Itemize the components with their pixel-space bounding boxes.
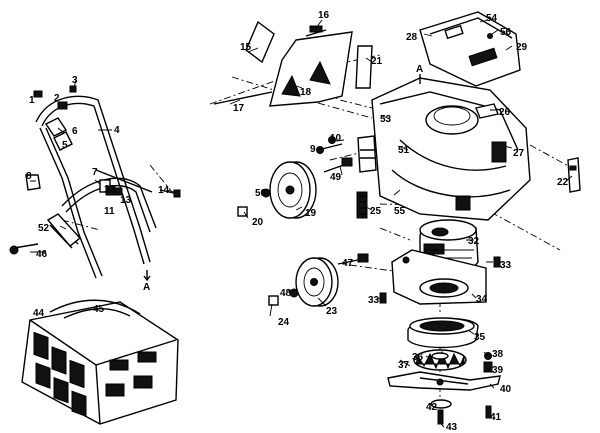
label-7: 7 bbox=[92, 167, 98, 178]
label-8: 8 bbox=[26, 171, 32, 182]
cutting-blade bbox=[387, 371, 501, 391]
label-13: 13 bbox=[120, 195, 132, 206]
grass-catcher-bag bbox=[21, 299, 179, 425]
label-1: 1 bbox=[29, 95, 35, 106]
rear-flap-parts bbox=[213, 20, 373, 107]
mower-deck-housing bbox=[356, 77, 531, 221]
wheel-cap-24 bbox=[268, 295, 279, 306]
label-38: 38 bbox=[492, 349, 504, 360]
label-15: 15 bbox=[240, 42, 252, 53]
leader-lines bbox=[30, 19, 573, 428]
label-23: 23 bbox=[326, 306, 338, 317]
label-25: 25 bbox=[370, 206, 382, 217]
label-20: 20 bbox=[252, 217, 264, 228]
label-42: 42 bbox=[426, 402, 438, 413]
label-9: 9 bbox=[310, 144, 316, 155]
label-47: 47 bbox=[342, 258, 354, 269]
label-10: 10 bbox=[330, 133, 342, 144]
cutter-fan-wheel bbox=[413, 349, 467, 371]
fixing-screws bbox=[379, 256, 501, 425]
side-bracket-22 bbox=[567, 157, 581, 193]
label-55: 55 bbox=[394, 206, 406, 217]
arrow-a-bottom bbox=[143, 270, 151, 282]
label-34: 34 bbox=[476, 294, 488, 305]
label-17: 17 bbox=[233, 103, 245, 114]
label-36: 36 bbox=[412, 352, 424, 363]
label-5: 5 bbox=[62, 140, 68, 151]
label-12: 12 bbox=[104, 184, 116, 195]
label-32: 32 bbox=[468, 236, 480, 247]
label-6: 6 bbox=[72, 126, 78, 137]
rear-wheel-19 bbox=[269, 161, 317, 219]
label-27: 27 bbox=[513, 148, 525, 159]
screw-48 bbox=[289, 288, 299, 298]
front-wheel-23 bbox=[295, 257, 339, 307]
label-49: 49 bbox=[330, 172, 342, 183]
label-52: 52 bbox=[38, 223, 50, 234]
label-A-top: A bbox=[416, 64, 423, 75]
label-39: 39 bbox=[492, 365, 504, 376]
handle-assembly bbox=[9, 85, 181, 279]
label-14: 14 bbox=[158, 185, 170, 196]
label-33-left: 33 bbox=[368, 295, 380, 306]
label-37: 37 bbox=[398, 360, 410, 371]
fan-ring bbox=[407, 317, 479, 349]
label-45: 45 bbox=[93, 304, 105, 315]
label-44: 44 bbox=[33, 308, 45, 319]
label-4: 4 bbox=[114, 125, 120, 136]
label-24: 24 bbox=[278, 317, 290, 328]
label-29: 29 bbox=[516, 42, 528, 53]
label-46: 46 bbox=[36, 249, 48, 260]
label-11: 11 bbox=[104, 206, 115, 217]
label-48: 48 bbox=[280, 288, 292, 299]
label-51: 51 bbox=[398, 145, 410, 156]
label-28: 28 bbox=[406, 32, 418, 43]
label-26: 26 bbox=[499, 107, 511, 118]
label-33-right: 33 bbox=[500, 260, 512, 271]
wheel-cap-20 bbox=[237, 206, 248, 217]
label-3: 3 bbox=[72, 75, 78, 86]
part-labels: 1 2 3 4 5 6 7 8 9 10 11 12 13 14 15 16 1… bbox=[26, 10, 569, 433]
label-43: 43 bbox=[446, 422, 458, 433]
label-2: 2 bbox=[54, 93, 60, 104]
label-54: 54 bbox=[486, 13, 498, 24]
label-22: 22 bbox=[557, 177, 569, 188]
label-40: 40 bbox=[500, 384, 512, 395]
label-56: 56 bbox=[500, 27, 512, 38]
bracket-hole bbox=[569, 165, 577, 171]
label-A-bottom: A bbox=[143, 282, 150, 293]
label-18: 18 bbox=[300, 87, 312, 98]
label-50: 50 bbox=[255, 188, 267, 199]
top-cover bbox=[419, 11, 521, 119]
label-19: 19 bbox=[305, 208, 317, 219]
motor-mount bbox=[391, 249, 487, 305]
label-41: 41 bbox=[490, 412, 502, 423]
label-53: 53 bbox=[380, 114, 392, 125]
label-21: 21 bbox=[371, 56, 383, 67]
label-35: 35 bbox=[474, 332, 486, 343]
label-16: 16 bbox=[318, 10, 330, 21]
